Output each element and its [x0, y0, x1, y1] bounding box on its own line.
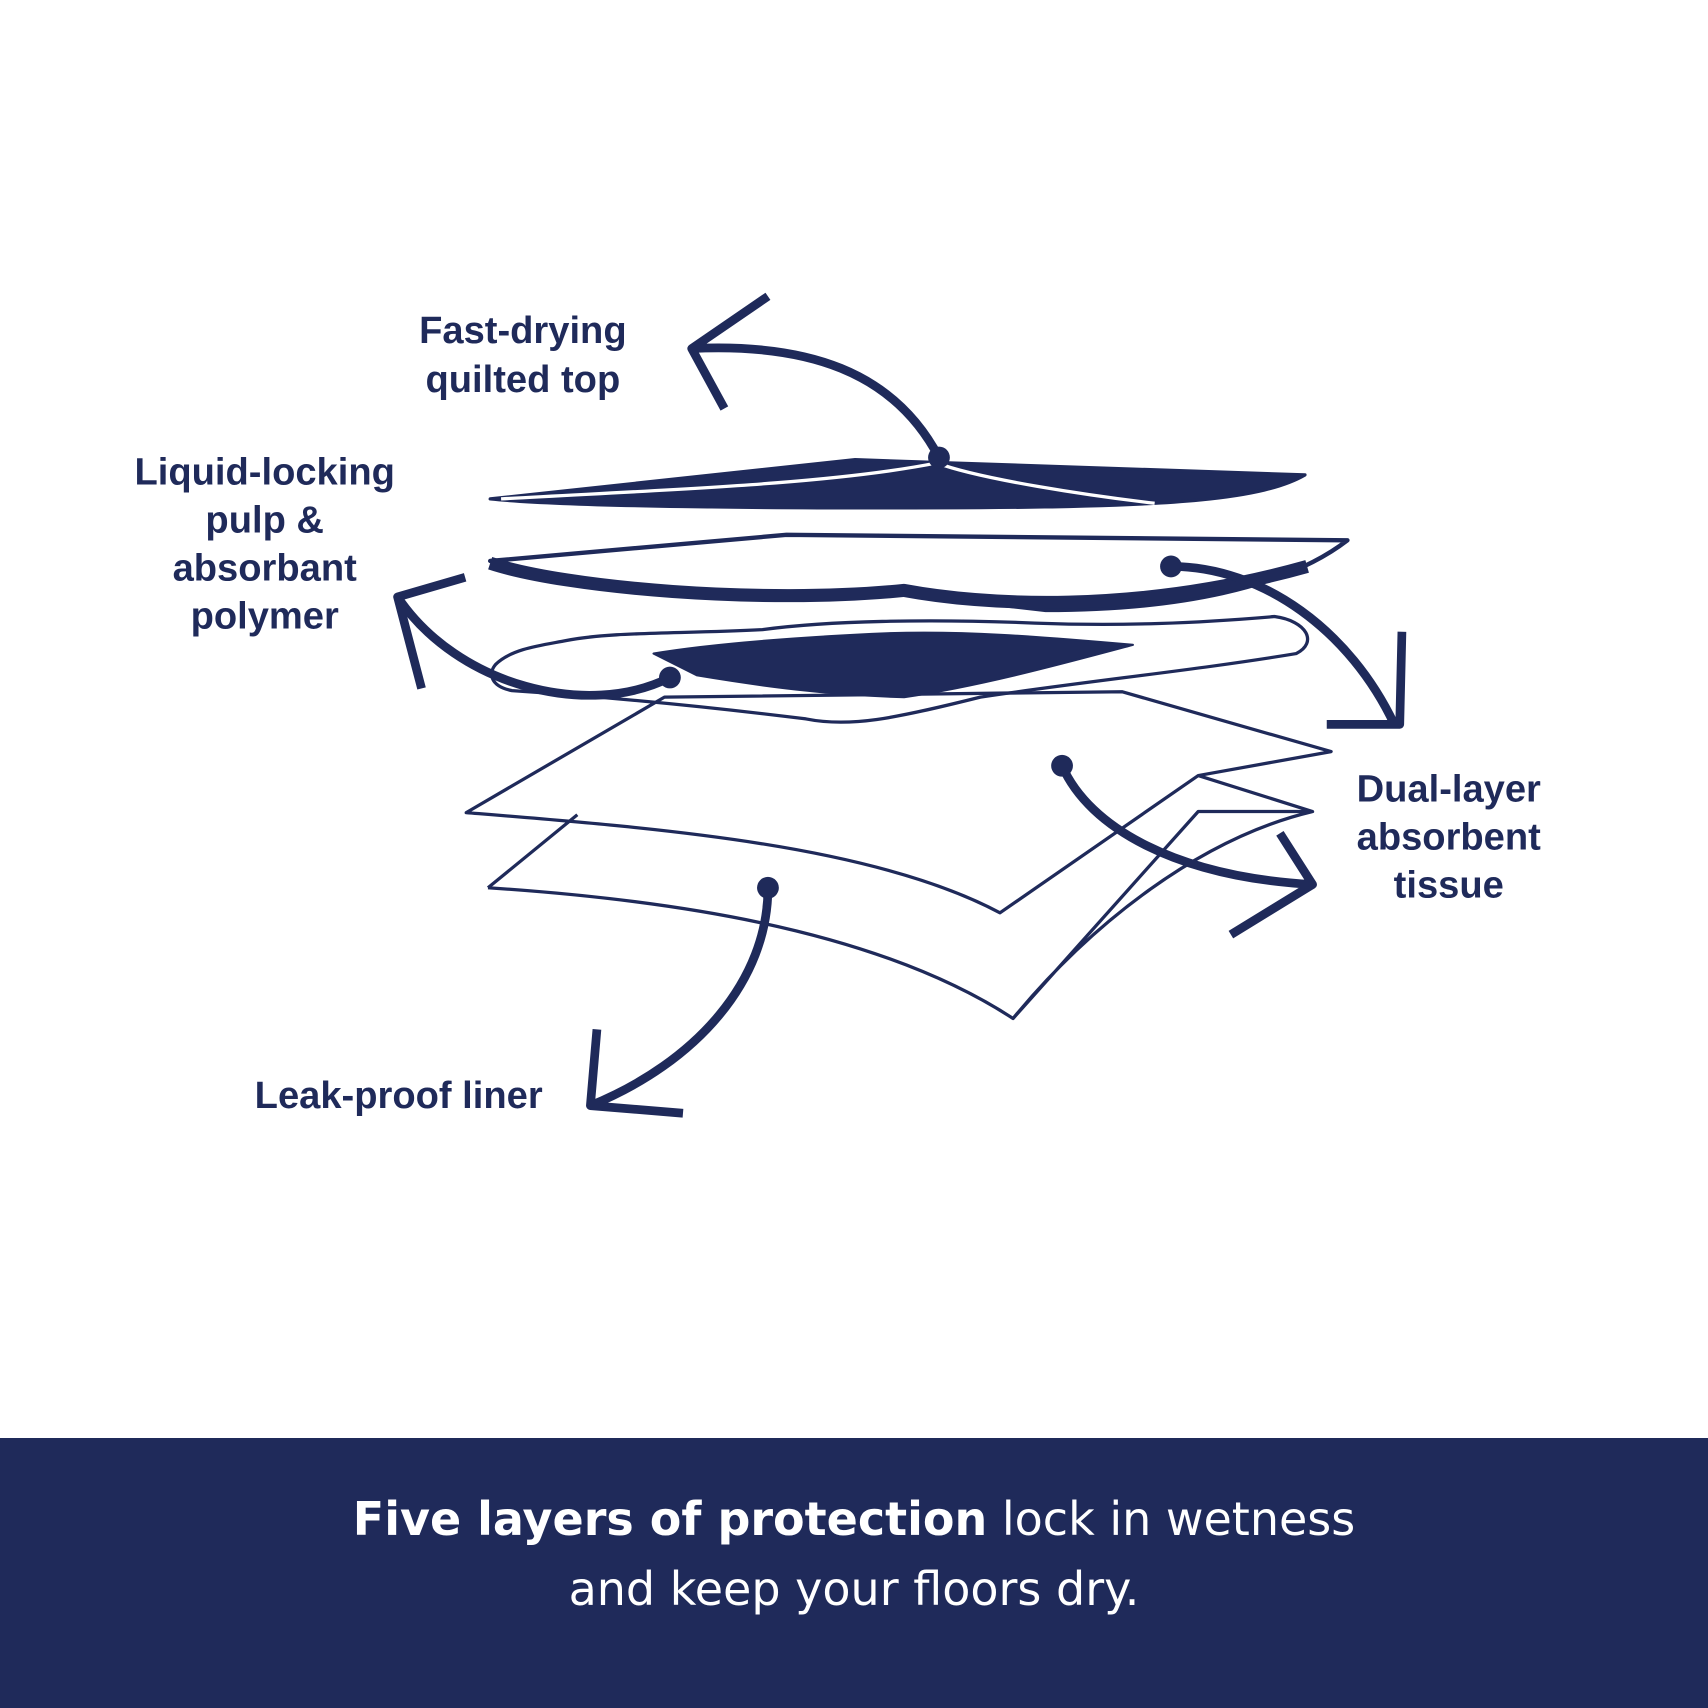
tagline-line-2: and keep your floors dry. [568, 1562, 1140, 1616]
arrow-liner [586, 887, 773, 1118]
tissue-layer [464, 690, 1333, 915]
label-liner: Leak-proof liner [255, 1074, 543, 1117]
label-tissue: tissue [1394, 864, 1504, 907]
liner-layer [486, 774, 1315, 1021]
label-tissue: Dual-layer [1357, 768, 1541, 811]
label-quilted-top: quilted top [425, 358, 620, 401]
polymer-layer [490, 614, 1310, 724]
label-pulp: polymer [191, 595, 339, 638]
quilted-top-layer [488, 458, 1307, 510]
arrow-tissue-upper [1170, 562, 1407, 729]
label-pulp: pulp & [205, 499, 324, 542]
arrow-tissue-lower [1058, 764, 1317, 939]
arrow-quilted-top [687, 292, 943, 460]
label-quilted-top: Fast-drying [419, 309, 627, 352]
arrow-pulp [393, 573, 672, 700]
label-pulp: absorbant [173, 547, 358, 590]
label-pulp: Liquid-locking [135, 451, 395, 494]
tagline-line-1: Five layers of protection lock in wetnes… [0, 1484, 1708, 1554]
label-tissue: absorbent [1357, 816, 1542, 859]
tagline-regular: lock in wetness [987, 1492, 1356, 1546]
tagline-banner: Five layers of protection lock in wetnes… [0, 1438, 1708, 1708]
tagline-bold: Five layers of protection [352, 1492, 988, 1546]
